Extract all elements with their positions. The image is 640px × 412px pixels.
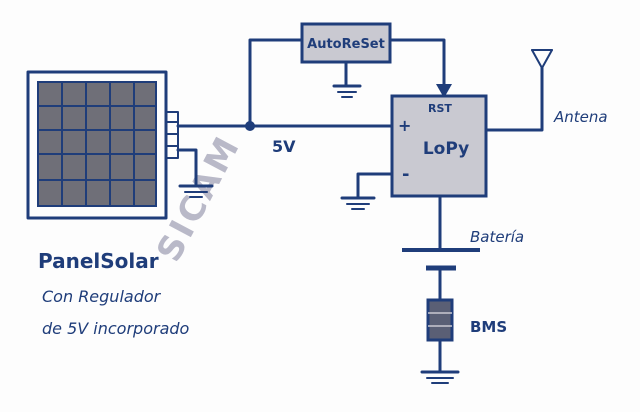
lopy-label: LoPy bbox=[423, 139, 469, 159]
reset-arrow bbox=[436, 84, 452, 98]
lopy-box bbox=[390, 94, 488, 198]
autoreset-label: AutoReSet bbox=[307, 37, 385, 52]
plus-terminal-label: + bbox=[398, 116, 411, 135]
rst-label: RST bbox=[428, 102, 452, 115]
battery-label: Batería bbox=[470, 228, 524, 246]
panel-title: PanelSolar bbox=[38, 249, 159, 273]
bms-box bbox=[426, 298, 454, 342]
panel-desc-line2: de 5V incorporado bbox=[42, 319, 190, 338]
lopy-ground-symbol bbox=[340, 172, 394, 210]
autoreset-module: AutoReSet bbox=[300, 22, 392, 98]
battery-symbol bbox=[402, 194, 480, 302]
voltage-label: 5V bbox=[272, 137, 296, 156]
panel-desc-line1: Con Regulador bbox=[42, 287, 162, 306]
antenna-label: Antena bbox=[553, 108, 608, 126]
solar-panel-grid bbox=[37, 81, 157, 207]
lopy-module: RST LoPy + - bbox=[390, 94, 488, 198]
bms-label: BMS bbox=[470, 318, 507, 336]
solar-panel bbox=[26, 70, 179, 220]
watermark-text: SICAM bbox=[149, 128, 249, 268]
panel-ground-symbol bbox=[176, 148, 214, 198]
antenna-symbol bbox=[484, 49, 553, 132]
supply-wire bbox=[176, 38, 452, 131]
minus-terminal-label: - bbox=[402, 164, 409, 185]
bms-module bbox=[420, 298, 460, 384]
solar-panel-cells bbox=[37, 81, 157, 207]
autoreset-box bbox=[300, 22, 392, 64]
